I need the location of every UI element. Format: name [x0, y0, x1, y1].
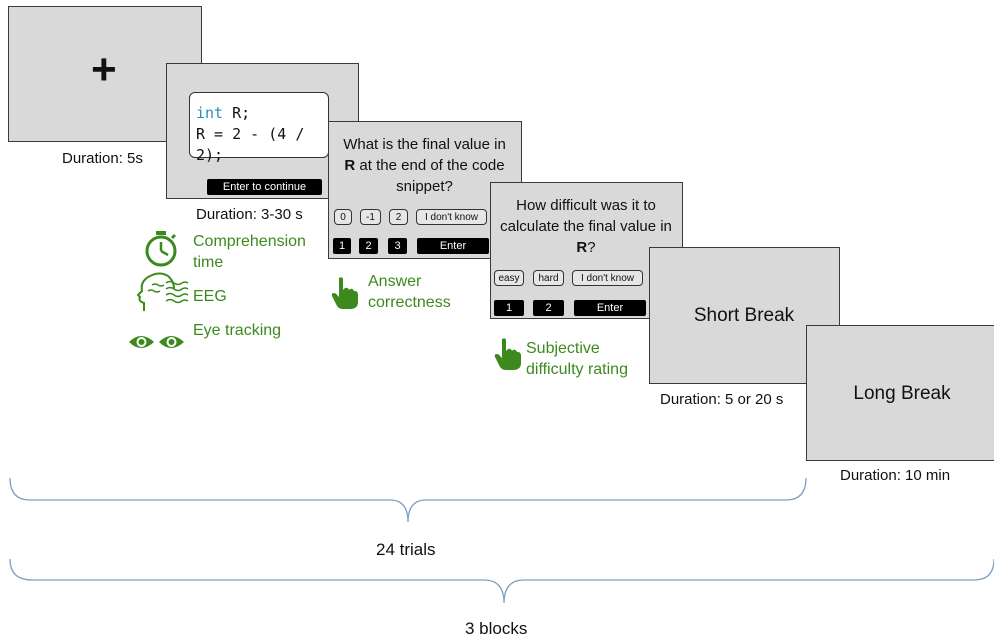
- answer-enter-key[interactable]: Enter: [417, 238, 489, 254]
- answer-question: What is the final value in R at the end …: [329, 134, 520, 197]
- answer-question-line3: snippet?: [396, 178, 453, 195]
- measure-comprehension-line2: time: [193, 254, 224, 271]
- short-break-screen: Short Break: [649, 247, 840, 384]
- long-break-label: Long Break: [853, 383, 951, 404]
- measure-comprehension-line1: Comprehension: [193, 233, 306, 250]
- code-snippet: int R; R = 2 - (4 / 2);: [189, 92, 329, 164]
- long-break-duration: Duration: 10 min: [840, 467, 951, 484]
- blocks-label: 3 blocks: [465, 619, 528, 638]
- code-duration: Duration: 3-30 s: [196, 206, 303, 223]
- answer-key-2[interactable]: 2: [359, 238, 378, 254]
- answer-key-3[interactable]: 3: [388, 238, 407, 254]
- answer-question-line2: R at the end of the code: [329, 155, 520, 176]
- measure-answer-correctness: Answer correctness: [368, 271, 451, 313]
- answer-option-minus1[interactable]: -1: [360, 209, 381, 225]
- difficulty-measure-line1: Subjective: [526, 340, 600, 357]
- hand-pointer-icon: [494, 338, 521, 370]
- answer-screen: What is the final value in R at the end …: [328, 121, 522, 259]
- measure-difficulty-rating: Subjective difficulty rating: [526, 338, 628, 380]
- difficulty-option-hard[interactable]: hard: [533, 270, 564, 286]
- fixation-duration: Duration: 5s: [62, 150, 143, 167]
- difficulty-option-dont-know[interactable]: I don't know: [572, 270, 643, 286]
- code-line-1-rest: R;: [223, 104, 251, 122]
- answer-question-var: R: [344, 157, 356, 174]
- enter-to-continue-button[interactable]: Enter to continue: [207, 179, 322, 195]
- fixation-cross: +: [91, 45, 117, 94]
- answer-question-line2-rest: at the end of the code: [355, 157, 505, 174]
- trials-label: 24 trials: [376, 540, 436, 559]
- difficulty-question-line3-rest: ?: [587, 239, 596, 256]
- code-line-2: R = 2 - (4 / 2);: [196, 125, 305, 164]
- answer-option-2[interactable]: 2: [389, 209, 408, 225]
- difficulty-question-line2: calculate the final value in: [500, 218, 672, 235]
- difficulty-key-2[interactable]: 2: [533, 300, 564, 316]
- difficulty-question-line1: How difficult was it to: [516, 197, 656, 214]
- code-line-1: int R;: [196, 103, 328, 124]
- measure-eye-tracking: Eye tracking: [193, 322, 282, 339]
- answer-option-0[interactable]: 0: [334, 209, 352, 225]
- measure-comprehension-time: Comprehension time: [193, 231, 306, 273]
- short-break-label: Short Break: [693, 305, 795, 326]
- stopwatch-icon: [145, 231, 177, 267]
- difficulty-enter-key[interactable]: Enter: [574, 300, 646, 316]
- difficulty-question: How difficult was it to calculate the fi…: [491, 195, 681, 258]
- blocks-bracket: [9, 558, 994, 604]
- answer-measure-line2: correctness: [368, 294, 451, 311]
- answer-measure-line1: Answer: [368, 273, 422, 290]
- long-break-screen: Long Break: [806, 325, 994, 461]
- answer-question-line1: What is the final value in: [343, 136, 506, 153]
- difficulty-question-line3: R?: [491, 237, 681, 258]
- eyes-icon: [129, 336, 184, 348]
- trials-bracket: [9, 477, 807, 523]
- difficulty-key-1[interactable]: 1: [494, 300, 524, 316]
- short-break-duration: Duration: 5 or 20 s: [660, 391, 784, 408]
- answer-option-dont-know[interactable]: I don't know: [416, 209, 487, 225]
- difficulty-option-easy[interactable]: easy: [494, 270, 524, 286]
- answer-key-1[interactable]: 1: [333, 238, 351, 254]
- difficulty-measure-line2: difficulty rating: [526, 361, 628, 378]
- eeg-head-icon: [136, 272, 189, 311]
- code-keyword: int: [196, 104, 224, 122]
- difficulty-question-var: R: [576, 239, 588, 256]
- difficulty-screen: How difficult was it to calculate the fi…: [490, 182, 683, 319]
- hand-pointer-icon: [331, 277, 358, 309]
- measure-eeg: EEG: [193, 288, 227, 305]
